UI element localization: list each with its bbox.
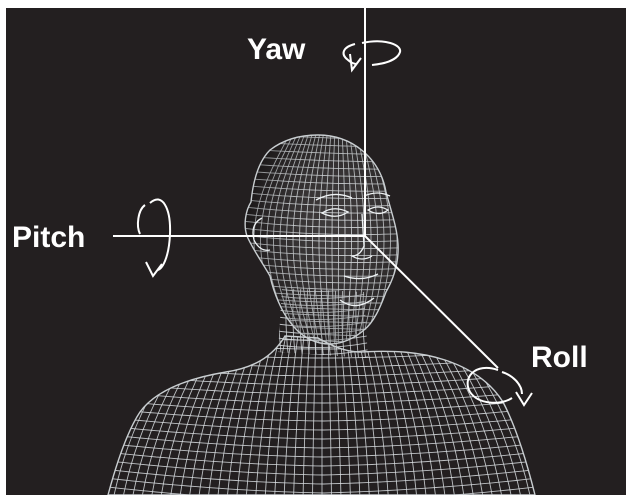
roll-label: Roll: [531, 341, 588, 374]
yaw-label: Yaw: [247, 33, 306, 66]
pitch-label: Pitch: [12, 221, 85, 254]
